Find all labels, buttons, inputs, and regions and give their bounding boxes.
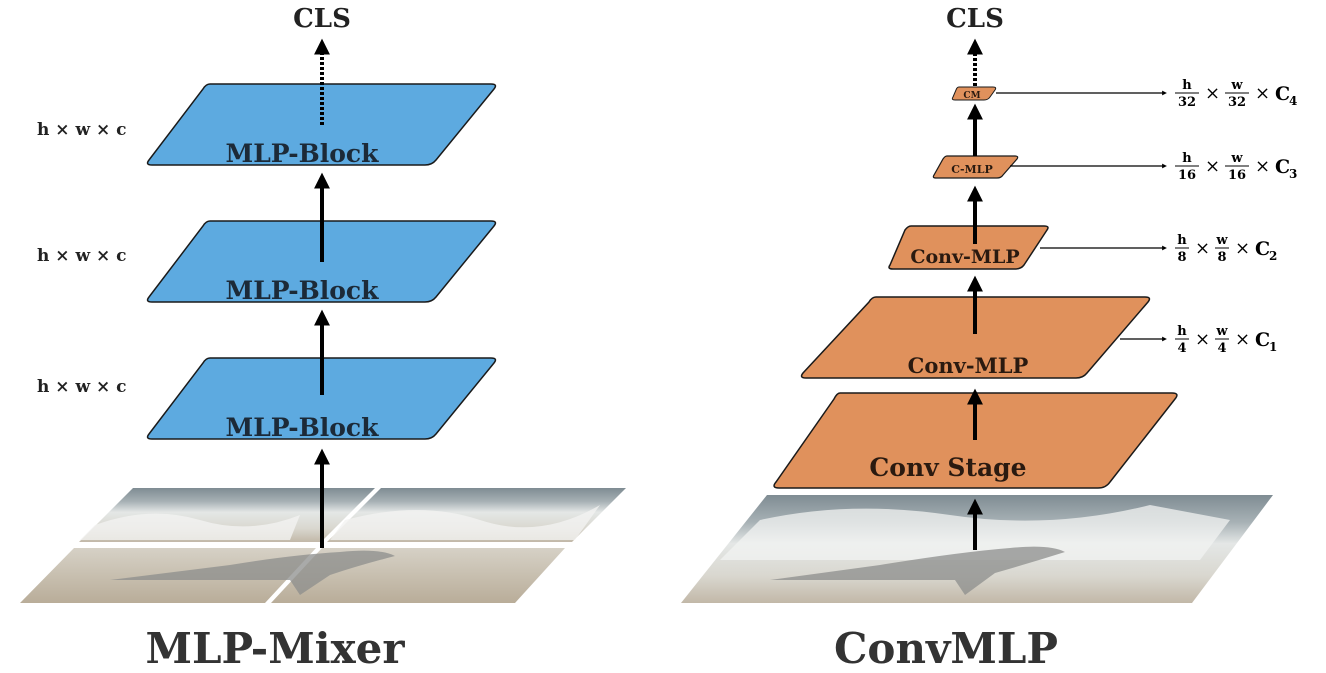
channel-symbol: C	[1275, 83, 1290, 105]
conv-mlp-block-2: Conv-MLP	[888, 225, 1049, 270]
mlp-mixer-panel: MLP-Block MLP-Block MLP-Block CLS h × w …	[20, 4, 626, 673]
cls-label: CLS	[293, 4, 351, 34]
times-symbol: ×	[1205, 83, 1220, 104]
fraction-denominator: 8	[1177, 250, 1186, 265]
times-symbol: ×	[1195, 238, 1210, 259]
fraction-numerator: h	[1182, 151, 1192, 166]
channel-subscript: 1	[1269, 340, 1277, 354]
fraction-denominator: 4	[1217, 341, 1226, 356]
fraction-denominator: 16	[1228, 168, 1246, 183]
dim-label: h × w × c	[37, 377, 127, 397]
fraction-denominator: 4	[1177, 341, 1186, 356]
mlp-block-1: MLP-Block	[146, 357, 497, 442]
cm-block: CM	[951, 86, 997, 101]
fraction-numerator: w	[1230, 78, 1243, 93]
channel-symbol: C	[1255, 238, 1270, 260]
dim-label: h × w × c	[37, 120, 127, 140]
mlp-mixer-title: MLP-Mixer	[145, 624, 405, 673]
fraction-denominator: 8	[1217, 250, 1226, 265]
times-symbol: ×	[1255, 156, 1270, 177]
mlp-block-label: MLP-Block	[226, 413, 380, 442]
conv-mlp-label: Conv-MLP	[908, 353, 1029, 378]
mlp-block-label: MLP-Block	[226, 276, 380, 305]
dim-label-stage-3: h16×w16×C3	[1175, 151, 1297, 183]
times-symbol: ×	[1255, 83, 1270, 104]
conv-stage-block: Conv Stage	[773, 392, 1178, 489]
times-symbol: ×	[1235, 238, 1250, 259]
c-mlp-label: C-MLP	[951, 163, 993, 176]
cm-label: CM	[963, 91, 980, 101]
dim-label: h × w × c	[37, 246, 127, 266]
fraction-numerator: w	[1215, 324, 1228, 339]
channel-subscript: 4	[1289, 94, 1297, 108]
fraction-numerator: w	[1215, 233, 1228, 248]
fraction-numerator: h	[1177, 324, 1187, 339]
channel-symbol: C	[1275, 156, 1290, 178]
dim-label-stage-1: h4×w4×C1	[1175, 324, 1277, 356]
cls-label: CLS	[946, 4, 1004, 34]
conv-stage-label: Conv Stage	[869, 453, 1026, 482]
channel-subscript: 2	[1269, 249, 1277, 263]
channel-subscript: 3	[1289, 167, 1297, 181]
input-image-patches	[20, 488, 626, 603]
fraction-numerator: h	[1177, 233, 1187, 248]
channel-symbol: C	[1255, 329, 1270, 351]
wave-foam-right	[330, 505, 600, 540]
wave-foam-left	[80, 513, 300, 540]
times-symbol: ×	[1195, 329, 1210, 350]
seagull-shape	[770, 546, 1065, 595]
times-symbol: ×	[1235, 329, 1250, 350]
conv-mlp-label: Conv-MLP	[910, 246, 1019, 268]
conv-mlp-block-1: Conv-MLP	[800, 296, 1151, 379]
dim-label-stage-4: h32×w32×C4	[1175, 78, 1297, 110]
seagull-shape	[110, 550, 395, 595]
mlp-block-3: MLP-Block	[146, 83, 497, 168]
convmlp-panel: Conv Stage Conv-MLP Conv-MLP C-MLP CM CL…	[681, 4, 1297, 673]
fraction-denominator: 32	[1178, 95, 1196, 110]
times-symbol: ×	[1205, 156, 1220, 177]
c-mlp-block: C-MLP	[932, 155, 1019, 179]
dim-label-stage-2: h8×w8×C2	[1175, 233, 1277, 265]
fraction-denominator: 16	[1178, 168, 1196, 183]
mlp-block-label: MLP-Block	[226, 139, 380, 168]
fraction-numerator: w	[1230, 151, 1243, 166]
fraction-denominator: 32	[1228, 95, 1246, 110]
convmlp-title: ConvMLP	[834, 624, 1058, 673]
fraction-numerator: h	[1182, 78, 1192, 93]
